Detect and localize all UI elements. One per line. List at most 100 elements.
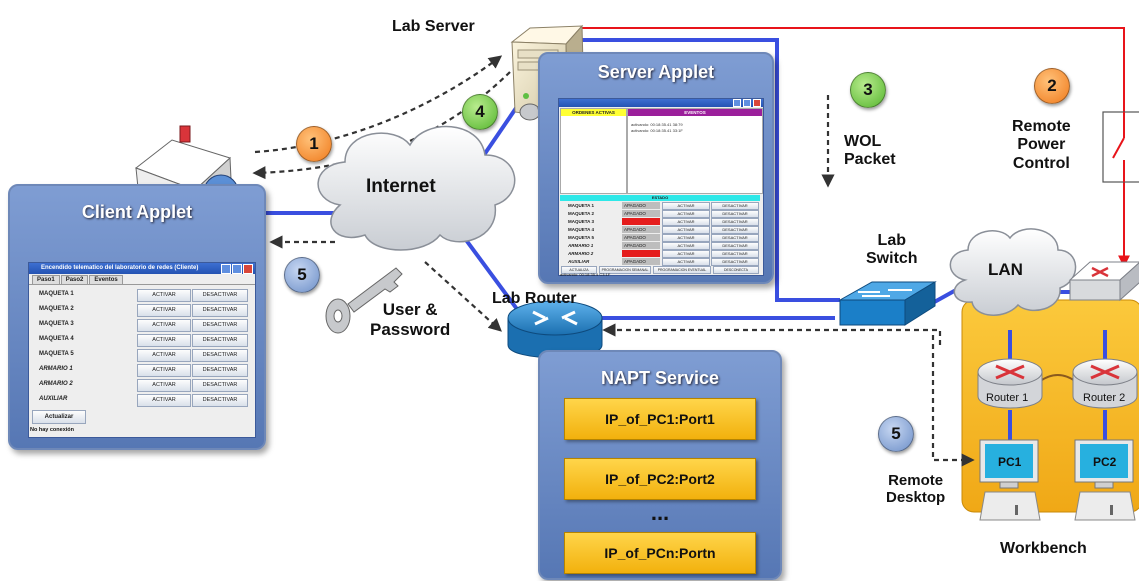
router2-icon bbox=[1072, 358, 1138, 409]
deactivate-button[interactable]: DESACTIVAR bbox=[711, 250, 759, 258]
server-row-state: APAGADO bbox=[622, 242, 660, 249]
maximize-icon[interactable] bbox=[743, 99, 751, 107]
deactivate-button[interactable]: DESACTIVAR bbox=[192, 349, 248, 362]
client-row-name: MAQUETA 5 bbox=[39, 351, 74, 357]
pc1-label: PC1 bbox=[998, 455, 1022, 469]
internet-label: Internet bbox=[366, 176, 436, 197]
close-icon[interactable] bbox=[753, 99, 761, 107]
minimize-icon[interactable] bbox=[733, 99, 741, 107]
deactivate-button[interactable]: DESACTIVAR bbox=[711, 234, 759, 242]
activate-button[interactable]: ACTIVAR bbox=[662, 210, 710, 218]
update-button[interactable]: ACTUALIZA bbox=[561, 266, 597, 274]
weekly-schedule-button[interactable]: PROGRAMACION SEMANAL bbox=[599, 266, 651, 274]
deactivate-button[interactable]: DESACTIVAR bbox=[192, 379, 248, 392]
router2-label: Router 2 bbox=[1083, 392, 1126, 404]
lab-router-icon bbox=[507, 300, 603, 359]
server-row-state bbox=[622, 250, 660, 257]
server-row-name: ARMARIO 2 bbox=[568, 251, 594, 256]
activate-button[interactable]: ACTIVAR bbox=[662, 258, 710, 266]
user-password-label: User & Password bbox=[370, 300, 451, 339]
activate-button[interactable]: ACTIVAR bbox=[662, 218, 710, 226]
deactivate-button[interactable]: DESACTIVAR bbox=[192, 394, 248, 407]
server-row-state: APAGADO bbox=[622, 258, 660, 265]
activate-button[interactable]: ACTIVAR bbox=[662, 234, 710, 242]
client-row-name: MAQUETA 2 bbox=[39, 306, 74, 312]
activate-button[interactable]: ACTIVAR bbox=[137, 394, 191, 407]
deactivate-button[interactable]: DESACTIVAR bbox=[192, 334, 248, 347]
lan-label: LAN bbox=[988, 260, 1023, 279]
lab-server-label: Lab Server bbox=[392, 18, 475, 35]
client-applet-panel: Client Applet Encendido telematico del l… bbox=[8, 184, 266, 450]
deactivate-button[interactable]: DESACTIVAR bbox=[711, 218, 759, 226]
server-row-name: MAQUETA 5 bbox=[568, 235, 595, 240]
router1-icon bbox=[977, 358, 1043, 409]
deactivate-button[interactable]: DESACTIVAR bbox=[192, 364, 248, 377]
remote-power-control-label: Remote Power Control bbox=[1012, 118, 1071, 172]
disconnect-button[interactable]: DESCONECTA bbox=[713, 266, 759, 274]
server-window: ORDENES ACTIVAS EVENTOS activando: 00:18… bbox=[558, 98, 764, 276]
tab-paso1[interactable]: Paso1 bbox=[32, 275, 60, 284]
deactivate-button[interactable]: DESACTIVAR bbox=[711, 202, 759, 210]
server-row-state: APAGADO bbox=[622, 226, 660, 233]
activate-button[interactable]: ACTIVAR bbox=[662, 226, 710, 234]
server-row-state: APAGADO bbox=[622, 202, 660, 209]
deactivate-button[interactable]: DESACTIVAR bbox=[192, 319, 248, 332]
deactivate-button[interactable]: DESACTIVAR bbox=[192, 304, 248, 317]
activate-button[interactable]: ACTIVAR bbox=[137, 319, 191, 332]
activate-button[interactable]: ACTIVAR bbox=[137, 379, 191, 392]
tab-eventos[interactable]: Eventos bbox=[89, 275, 123, 284]
power-line bbox=[582, 27, 1130, 268]
minimize-icon[interactable] bbox=[221, 264, 231, 274]
client-window-titlebar: Encendido telematico del laboratorio de … bbox=[29, 263, 255, 274]
activate-button[interactable]: ACTIVAR bbox=[137, 334, 191, 347]
deactivate-button[interactable]: DESACTIVAR bbox=[711, 226, 759, 234]
workbench-switch-icon bbox=[1068, 261, 1139, 302]
server-row-name: ARMARIO 1 bbox=[568, 243, 594, 248]
tab-paso2[interactable]: Paso2 bbox=[60, 275, 89, 284]
internet-cloud-icon bbox=[317, 125, 516, 251]
close-icon[interactable] bbox=[243, 264, 253, 274]
activate-button[interactable]: ACTIVAR bbox=[662, 250, 710, 258]
deactivate-button[interactable]: DESACTIVAR bbox=[711, 210, 759, 218]
server-row-name: MAQUETA 1 bbox=[568, 203, 595, 208]
network-links bbox=[250, 38, 1107, 440]
deactivate-button[interactable]: DESACTIVAR bbox=[711, 242, 759, 250]
deactivate-button[interactable]: DESACTIVAR bbox=[192, 289, 248, 302]
step-4-badge: 4 bbox=[462, 94, 498, 130]
activate-button[interactable]: ACTIVAR bbox=[137, 304, 191, 317]
remote-desktop-label: Remote Desktop bbox=[886, 472, 946, 507]
activate-button[interactable]: ACTIVAR bbox=[662, 202, 710, 210]
server-bottom-buttons: ACTUALIZA PROGRAMACION SEMANAL PROGRAMAC… bbox=[561, 266, 761, 274]
event-schedule-button[interactable]: PROGRAMACION EVENTUAL bbox=[653, 266, 711, 274]
maximize-icon[interactable] bbox=[232, 264, 242, 274]
activate-button[interactable]: ACTIVAR bbox=[137, 349, 191, 362]
server-row-state: APAGADO bbox=[622, 210, 660, 217]
activate-button[interactable]: ACTIVAR bbox=[662, 242, 710, 250]
deactivate-button[interactable]: DESACTIVAR bbox=[711, 258, 759, 266]
orders-header: ORDENES ACTIVAS bbox=[561, 109, 626, 116]
power-switch-icon bbox=[1102, 111, 1139, 183]
event-log-line-1: activando: 00:18:35.41 38:79 bbox=[631, 122, 683, 127]
napt-entry-pc2: IP_of_PC2:Port2 bbox=[564, 458, 756, 500]
server-row-state: APAGADO bbox=[622, 234, 660, 241]
activate-button[interactable]: ACTIVAR bbox=[137, 289, 191, 302]
pc2-label: PC2 bbox=[1093, 455, 1117, 469]
state-header: ESTADO bbox=[560, 195, 760, 201]
activate-button[interactable]: ACTIVAR bbox=[137, 364, 191, 377]
step-1-badge: 1 bbox=[296, 126, 332, 162]
client-row-name: MAQUETA 1 bbox=[39, 291, 74, 297]
step-5-badge-desktop: 5 bbox=[878, 416, 914, 452]
refresh-button[interactable]: Actualizar bbox=[32, 410, 86, 424]
